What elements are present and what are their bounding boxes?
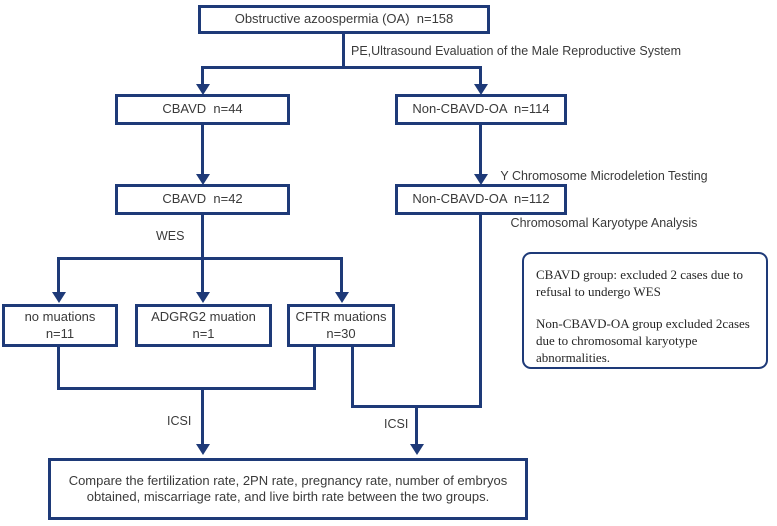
connector-line xyxy=(201,257,204,293)
connector-line xyxy=(57,257,343,260)
node-label: n=1 xyxy=(192,325,215,341)
edge-label-pe-ultrasound: PE,Ultrasound Evaluation of the Male Rep… xyxy=(351,44,682,58)
connector-line xyxy=(479,66,482,85)
node-cftr-mutations: CFTR muations n=30 xyxy=(287,304,395,347)
connector-line xyxy=(479,125,482,175)
connector-line xyxy=(57,257,60,293)
arrowhead-down-icon xyxy=(195,444,210,455)
connector-line xyxy=(201,125,204,175)
arrowhead-down-icon xyxy=(195,292,210,303)
note-exclusions: CBAVD group: excluded 2 cases due to ref… xyxy=(522,252,768,369)
connector-line xyxy=(57,387,316,390)
node-adgrg2-mutation: ADGRG2 muation n=1 xyxy=(135,304,272,347)
arrowhead-down-icon xyxy=(473,174,488,185)
node-label: Non-CBAVD-OA n=112 xyxy=(412,191,550,207)
connector-line xyxy=(342,33,345,68)
node-compare-outcomes: Compare the fertilization rate, 2PN rate… xyxy=(48,458,528,520)
connector-line xyxy=(201,66,482,69)
arrowhead-down-icon xyxy=(334,292,349,303)
node-label: CFTR muations xyxy=(295,309,387,325)
node-cbavd-42: CBAVD n=42 xyxy=(115,184,290,215)
note-paragraph: Non-CBAVD-OA group excluded 2cases due t… xyxy=(536,315,757,365)
node-label: Obstructive azoospermia (OA) n=158 xyxy=(234,11,454,27)
connector-line xyxy=(313,347,316,390)
node-no-mutations: no muations n=11 xyxy=(2,304,118,347)
node-label: CBAVD n=44 xyxy=(162,101,243,117)
edge-label-icsi-right: ICSI xyxy=(384,417,409,431)
node-non-cbavd-114: Non-CBAVD-OA n=114 xyxy=(395,94,567,125)
arrowhead-down-icon xyxy=(473,84,488,95)
edge-label-icsi-left: ICSI xyxy=(167,414,192,428)
connector-line xyxy=(340,257,343,293)
connector-line xyxy=(479,215,482,408)
node-label: obtained, miscarriage rate, and live bir… xyxy=(86,489,490,504)
connector-line xyxy=(201,215,204,260)
connector-line xyxy=(415,405,418,445)
node-label: Non-CBAVD-OA n=114 xyxy=(412,101,550,117)
connector-line xyxy=(351,347,354,408)
node-label: no muations xyxy=(24,309,96,325)
node-cbavd-44: CBAVD n=44 xyxy=(115,94,290,125)
edge-label-line: Chromosomal Karyotype Analysis xyxy=(510,216,698,231)
edge-label-wes: WES xyxy=(156,229,185,243)
edge-label-y-chromosome: Y Chromosome Microdeletion Testing Chrom… xyxy=(488,138,720,263)
node-label: n=30 xyxy=(326,325,356,341)
connector-line xyxy=(201,387,204,445)
node-obstructive-azoospermia: Obstructive azoospermia (OA) n=158 xyxy=(198,5,490,34)
connector-line xyxy=(201,66,204,85)
node-label: ADGRG2 muation xyxy=(151,309,256,325)
arrowhead-down-icon xyxy=(51,292,66,303)
arrowhead-down-icon xyxy=(195,84,210,95)
edge-label-line: Y Chromosome Microdeletion Testing xyxy=(500,169,708,184)
node-non-cbavd-112: Non-CBAVD-OA n=112 xyxy=(395,184,567,215)
note-paragraph: CBAVD group: excluded 2 cases due to ref… xyxy=(536,267,747,299)
node-label: Compare the fertilization rate, 2PN rate… xyxy=(68,472,508,488)
arrowhead-down-icon xyxy=(409,444,424,455)
connector-line xyxy=(57,347,60,390)
arrowhead-down-icon xyxy=(195,174,210,185)
node-label: n=11 xyxy=(45,325,75,341)
node-label: CBAVD n=42 xyxy=(162,191,243,207)
